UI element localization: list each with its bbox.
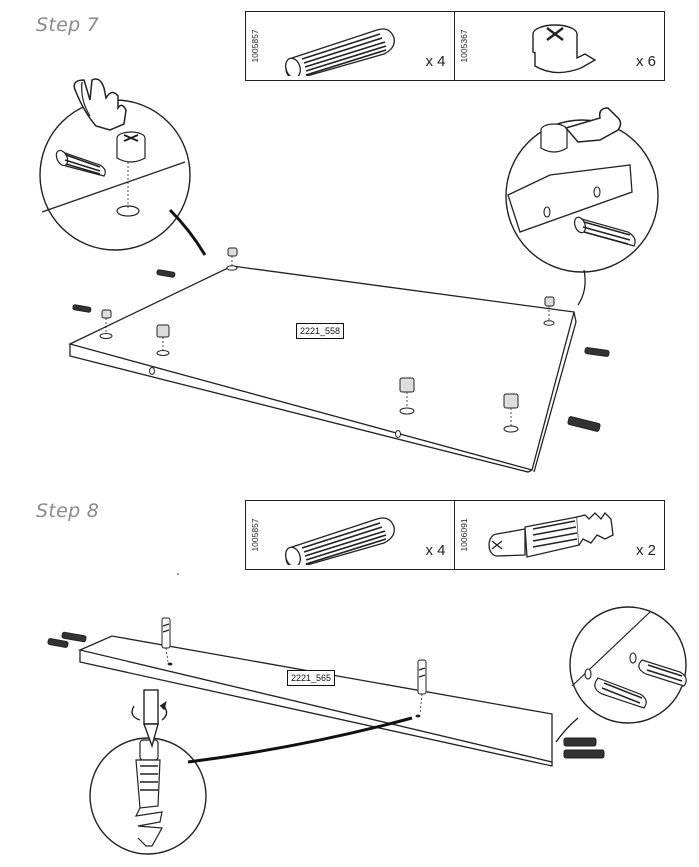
- part-code: 1006091: [458, 518, 469, 552]
- detail-circle-dowels: [569, 606, 687, 724]
- cam-bolt-icon: [487, 511, 614, 558]
- panel-label-step-7: 2221_558: [296, 323, 345, 339]
- step-7-title: Step 7: [36, 14, 100, 36]
- panel-label-step-8: 2221_565: [287, 670, 336, 686]
- detail-circle-cam-insert: [39, 78, 191, 251]
- parts-cell-dowel: 1005857 x 4: [246, 501, 455, 569]
- screwdriver-icon: [131, 689, 168, 749]
- step-8-title: Step 8: [36, 500, 100, 522]
- parts-cell-dowel: 1005857 x 4: [246, 12, 455, 80]
- parts-cell-cam-lock: 1005367 x 6: [455, 12, 665, 80]
- part-quantity: x 6: [635, 53, 656, 70]
- detail-circle-dowel-insert: [505, 107, 659, 273]
- wood-dowel-icon: [285, 28, 395, 76]
- detail-circle-cam-bolt: [89, 737, 207, 855]
- step-8-parts-box: 1005857 x 4 1006091: [245, 500, 665, 570]
- step-7-illustration: [39, 78, 659, 473]
- panel-2221-558: [68, 247, 610, 473]
- panel-2221-565: [47, 617, 605, 767]
- part-quantity: x 4: [425, 542, 446, 559]
- part-quantity: x 4: [425, 53, 446, 70]
- part-quantity: x 2: [635, 542, 656, 559]
- wood-dowel-icon: [285, 517, 395, 565]
- cam-lock-icon: [531, 24, 596, 74]
- parts-cell-cam-bolt: 1006091 x 2: [455, 501, 665, 569]
- step-7-parts-box: 1005857 x 4 1005367 x 6: [245, 11, 665, 81]
- part-code: 1005857: [250, 518, 260, 552]
